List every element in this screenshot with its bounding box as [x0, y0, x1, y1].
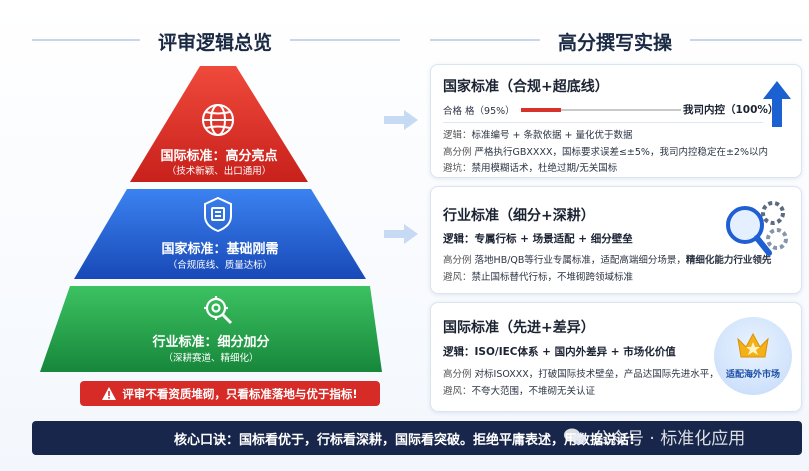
example-bold-text: 精细化能力行业领先 [685, 255, 772, 266]
avoid-text: 禁用模糊话术，杜绝过期/无关国标 [471, 163, 618, 174]
logic-text: 标准编号 + 条款依据 + 量化优于数据 [471, 130, 633, 141]
top-tier-label: 国际标准：高分亮点 [160, 149, 278, 164]
international-standard-card: 国际标准（先进+差异） 逻辑：ISO/IEC体系 + 国内外差异 + 市场化价值… [430, 302, 802, 412]
right-section-title: 高分撰写实操 [557, 32, 672, 54]
globe-icon [202, 104, 234, 136]
logic-line: 逻辑：标准编号 + 条款依据 + 量化优于数据 [443, 127, 633, 141]
warning-banner: 评审不看资质堆砌，只看标准落地与优于指标! [80, 381, 380, 406]
shield-icon [204, 196, 232, 233]
example-line: 高分例 对标ISOXXX，打破国际技术壁垒，产品达国际先进水平， [443, 366, 719, 380]
example-key: 高分例 [443, 255, 472, 266]
avoid-line: 避风：禁止国标替代行标，不堆砌跨领域标准 [443, 269, 633, 283]
middle-tier-label: 国家标准：基础刚需 [161, 242, 279, 257]
core-motto-bar: 核心口诀：国标看优于，行标看深耕，国际看突破。拒绝平庸表述，用数据说话! [32, 421, 802, 455]
logic-line: 逻辑：ISO/IEC体系 + 国内外差异 + 市场化价值 [443, 344, 676, 359]
example-line: 高分例 严格执行GBXXXX，国标要求误差≤±5%，我司内控稳定在±2%以内 [443, 144, 768, 158]
example-key: 高分例 [443, 147, 472, 158]
industry-standard-card: 行业标准（细分+深耕） 逻辑：专属行标 + 场景适配 + 细分壁垒 高分例 落地… [430, 186, 802, 294]
example-key: 高分例 [443, 369, 472, 380]
left-title-line-left [32, 39, 140, 41]
bottom-tier-label: 行业标准：细分加分 [152, 335, 270, 350]
internal-control-label: 我司内控（100%） [683, 104, 779, 116]
pyramid-bottom-tier [40, 286, 382, 372]
pyramid-top-tier [130, 66, 308, 182]
example-text: 严格执行GBXXXX，国标要求误差≤±5%，我司内控稳定在±2%以内 [474, 147, 768, 158]
compliance-bar [521, 108, 681, 112]
arrow-right-icon [384, 224, 418, 244]
right-title-line-right [690, 39, 802, 41]
avoid-line: 避风：不夸大范围，不堆砌无关认证 [443, 383, 595, 397]
avoid-text: 禁止国标替代行标，不堆砌跨领域标准 [471, 272, 634, 283]
card-title: 国家标准（合规+超底线） [443, 79, 609, 95]
crown-icon [737, 332, 769, 358]
logic-line: 逻辑：专属行标 + 场景适配 + 细分壁垒 [443, 231, 633, 246]
avoid-text: 不夸大范围，不堆砌无关认证 [471, 386, 596, 397]
core-motto-text: 核心口诀：国标看优于，行标看深耕，国际看突破。拒绝平庸表述，用数据说话! [174, 432, 635, 448]
logic-key: 逻辑： [443, 130, 472, 141]
national-standard-card: 国家标准（合规+超底线） 合格 格（95%） 我司内控（100%） 逻辑：标准编… [430, 64, 802, 178]
up-arrow-icon [763, 81, 791, 127]
example-text: 落地HB/QB等行业专属标准，适配高端细分场景， [474, 255, 686, 266]
example-line: 高分例 落地HB/QB等行业专属标准，适配高端细分场景，精细化能力行业领先 [443, 252, 771, 266]
overseas-market-badge: 适配海外市场 [714, 317, 792, 395]
overseas-market-label: 适配海外市场 [725, 370, 780, 380]
top-tier-sub: （技术新颖、出口通用） [166, 166, 272, 177]
warning-icon [102, 387, 117, 400]
right-title-line-left [430, 39, 540, 41]
warning-text: 评审不看资质堆砌，只看标准落地与优于指标! [122, 386, 358, 401]
bottom-tier-sub: （深耕赛道、精细化） [163, 353, 259, 364]
wechat-icon [564, 428, 586, 444]
avoid-key: 避坑： [443, 163, 472, 174]
card-title: 行业标准（细分+深耕） [443, 208, 595, 224]
qualified-label: 合格 格（95%） [443, 106, 515, 117]
watermark: 公众号 · 标准化应用 [563, 424, 745, 449]
left-section-title: 评审逻辑总览 [157, 32, 272, 54]
card-title: 国际标准（先进+差异） [443, 320, 595, 336]
logic-text: ISO/IEC体系 + 国内外差异 + 市场化价值 [474, 346, 676, 358]
watermark-text: 公众号 · 标准化应用 [593, 429, 746, 449]
avoid-key: 避风： [443, 272, 472, 283]
example-text: 对标ISOXXX，打破国际技术壁垒，产品达国际先进水平， [474, 369, 719, 380]
logic-key: 逻辑： [443, 233, 475, 245]
arrow-right-icon [384, 110, 418, 130]
pyramid-middle-tier [74, 189, 366, 279]
left-title-line-right [290, 39, 400, 41]
magnifier-gear-icon [204, 296, 233, 325]
card-divider [443, 122, 763, 123]
logic-key: 逻辑： [443, 346, 475, 358]
magnifier-gears-icon [726, 201, 788, 256]
logic-text: 专属行标 + 场景适配 + 细分壁垒 [474, 233, 633, 245]
avoid-line: 避坑：禁用模糊话术，杜绝过期/无关国标 [443, 160, 617, 174]
avoid-key: 避风： [443, 386, 472, 397]
middle-tier-sub: （合规底线、质量达标） [167, 260, 273, 271]
